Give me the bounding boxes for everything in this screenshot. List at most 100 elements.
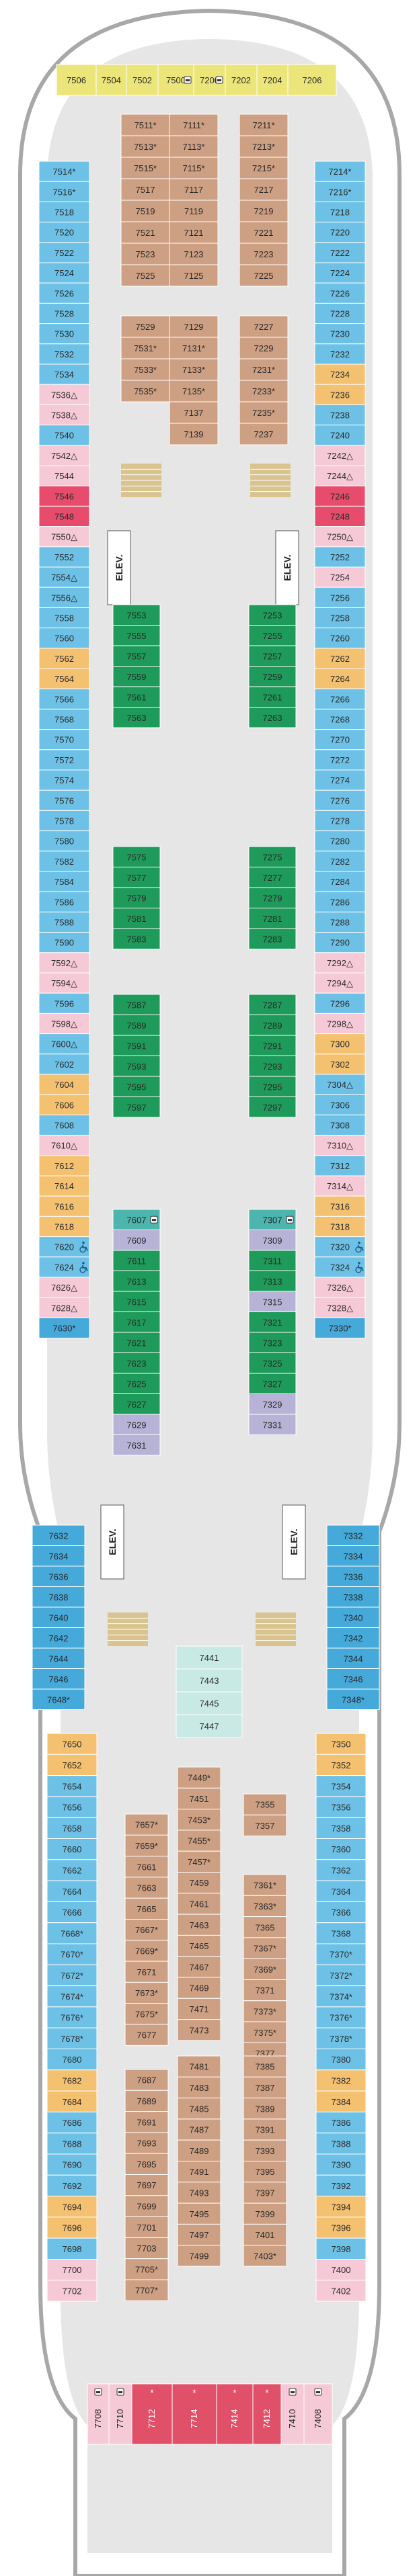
cabin-7511[interactable]: 7511* — [120, 114, 170, 136]
cabin-7680[interactable]: 7680 — [46, 2049, 98, 2071]
cabin-7664[interactable]: 7664 — [46, 1880, 98, 1902]
cabin-7497[interactable]: 7497 — [177, 2223, 221, 2246]
cabin-7268[interactable]: 7268 — [314, 708, 366, 730]
cabin-7392[interactable]: 7392 — [315, 2174, 367, 2197]
cabin-7693[interactable]: 7693 — [124, 2132, 169, 2154]
cabin-7592[interactable]: 7592△ — [38, 952, 90, 974]
cabin-7705[interactable]: 7705* — [124, 2258, 169, 2280]
cabin-7617[interactable]: 7617 — [112, 1312, 161, 1333]
cabin-7559[interactable]: 7559 — [112, 666, 161, 687]
cabin-7374[interactable]: 7374* — [315, 1985, 367, 2008]
cabin-7390[interactable]: 7390 — [315, 2153, 367, 2176]
cabin-7626[interactable]: 7626△ — [38, 1277, 90, 1298]
cabin-7593[interactable]: 7593 — [112, 1056, 161, 1077]
cabin-7618[interactable]: 7618 — [38, 1215, 90, 1238]
cabin-7694[interactable]: 7694 — [46, 2196, 98, 2218]
cabin-7256[interactable]: 7256 — [314, 587, 366, 608]
cabin-7398[interactable]: 7398 — [315, 2237, 367, 2260]
cabin-7229[interactable]: 7229 — [239, 337, 289, 359]
cabin-7315[interactable]: 7315 — [248, 1291, 297, 1312]
cabin-7288[interactable]: 7288 — [314, 911, 366, 933]
cabin-7596[interactable]: 7596 — [38, 992, 90, 1014]
cabin-7292[interactable]: 7292△ — [314, 952, 366, 974]
cabin-7286[interactable]: 7286 — [314, 891, 366, 912]
cabin-7646[interactable]: 7646 — [32, 1668, 85, 1690]
cabin-7257[interactable]: 7257 — [248, 645, 297, 667]
cabin-7216[interactable]: 7216* — [314, 181, 366, 202]
cabin-7699[interactable]: 7699 — [124, 2195, 169, 2217]
cabin-7230[interactable]: 7230 — [314, 323, 366, 345]
cabin-7631[interactable]: 7631 — [112, 1434, 161, 1456]
cabin-7662[interactable]: 7662 — [46, 1859, 98, 1881]
cabin-7656[interactable]: 7656 — [46, 1796, 98, 1818]
cabin-7382[interactable]: 7382 — [315, 2069, 367, 2092]
cabin-7671[interactable]: 7671 — [124, 1961, 169, 1983]
cabin-7276[interactable]: 7276 — [314, 789, 366, 811]
cabin-7604[interactable]: 7604 — [38, 1074, 90, 1095]
cabin-7304[interactable]: 7304△ — [314, 1074, 366, 1095]
cabin-7348[interactable]: 7348* — [326, 1688, 380, 1710]
cabin-7495[interactable]: 7495 — [177, 2202, 221, 2225]
cabin-7282[interactable]: 7282 — [314, 851, 366, 872]
cabin-7668[interactable]: 7668* — [46, 1922, 98, 1944]
cabin-7329[interactable]: 7329 — [248, 1393, 297, 1415]
cabin-7308[interactable]: 7308 — [314, 1114, 366, 1136]
cabin-7594[interactable]: 7594△ — [38, 972, 90, 994]
cabin-7702[interactable]: 7702 — [46, 2280, 98, 2302]
cabin-7692[interactable]: 7692 — [46, 2174, 98, 2197]
cabin-7670[interactable]: 7670* — [46, 1943, 98, 1965]
cabin-7248[interactable]: 7248 — [314, 505, 366, 527]
cabin-7602[interactable]: 7602 — [38, 1054, 90, 1075]
cabin-7614[interactable]: 7614 — [38, 1175, 90, 1197]
cabin-7202[interactable]: 7202 — [225, 64, 258, 96]
cabin-7660[interactable]: 7660 — [46, 1838, 98, 1860]
cabin-7244[interactable]: 7244△ — [314, 465, 366, 486]
cabin-7491[interactable]: 7491 — [177, 2161, 221, 2183]
cabin-7369[interactable]: 7369* — [243, 1958, 287, 1980]
cabin-7324[interactable]: 7324 — [314, 1256, 366, 1278]
cabin-7280[interactable]: 7280 — [314, 830, 366, 852]
cabin-7663[interactable]: 7663 — [124, 1877, 169, 1899]
cabin-7250[interactable]: 7250△ — [314, 526, 366, 548]
cabin-7636[interactable]: 7636 — [32, 1565, 85, 1587]
cabin-7697[interactable]: 7697 — [124, 2174, 169, 2196]
cabin-7364[interactable]: 7364 — [315, 1880, 367, 1902]
cabin-7412[interactable]: 7412* — [252, 2383, 282, 2445]
cabin-7334[interactable]: 7334 — [326, 1545, 380, 1567]
cabin-7235[interactable]: 7235* — [239, 401, 289, 424]
cabin-7401[interactable]: 7401 — [243, 2223, 287, 2246]
cabin-7111[interactable]: 7111* — [169, 114, 219, 136]
cabin-7298[interactable]: 7298△ — [314, 1013, 366, 1035]
cabin-7590[interactable]: 7590 — [38, 932, 90, 953]
cabin-7600[interactable]: 7600△ — [38, 1033, 90, 1055]
cabin-7215[interactable]: 7215* — [239, 157, 289, 179]
cabin-7227[interactable]: 7227 — [239, 315, 289, 338]
cabin-7583[interactable]: 7583 — [112, 928, 161, 949]
cabin-7362[interactable]: 7362 — [315, 1859, 367, 1881]
cabin-7566[interactable]: 7566 — [38, 688, 90, 710]
cabin-7530[interactable]: 7530 — [38, 323, 90, 345]
cabin-7493[interactable]: 7493 — [177, 2182, 221, 2204]
cabin-7588[interactable]: 7588 — [38, 911, 90, 933]
cabin-7553[interactable]: 7553 — [112, 604, 161, 626]
cabin-7621[interactable]: 7621 — [112, 1332, 161, 1353]
cabin-7627[interactable]: 7627 — [112, 1393, 161, 1415]
cabin-7485[interactable]: 7485 — [177, 2098, 221, 2120]
cabin-7246[interactable]: 7246 — [314, 485, 366, 507]
cabin-7523[interactable]: 7523 — [120, 243, 170, 265]
cabin-7581[interactable]: 7581 — [112, 908, 161, 929]
cabin-7295[interactable]: 7295 — [248, 1076, 297, 1097]
cabin-7682[interactable]: 7682 — [46, 2069, 98, 2092]
cabin-7226[interactable]: 7226 — [314, 282, 366, 304]
cabin-7522[interactable]: 7522 — [38, 242, 90, 263]
cabin-7648[interactable]: 7648* — [32, 1688, 85, 1710]
cabin-7225[interactable]: 7225 — [239, 264, 289, 287]
cabin-7584[interactable]: 7584 — [38, 871, 90, 892]
cabin-7667[interactable]: 7667* — [124, 1919, 169, 1941]
cabin-7291[interactable]: 7291 — [248, 1035, 297, 1056]
cabin-7499[interactable]: 7499 — [177, 2245, 221, 2267]
cabin-7113[interactable]: 7113* — [169, 135, 219, 158]
cabin-7587[interactable]: 7587 — [112, 994, 161, 1015]
cabin-7710[interactable]: 7710 — [108, 2383, 132, 2445]
cabin-7467[interactable]: 7467 — [177, 1956, 221, 1978]
